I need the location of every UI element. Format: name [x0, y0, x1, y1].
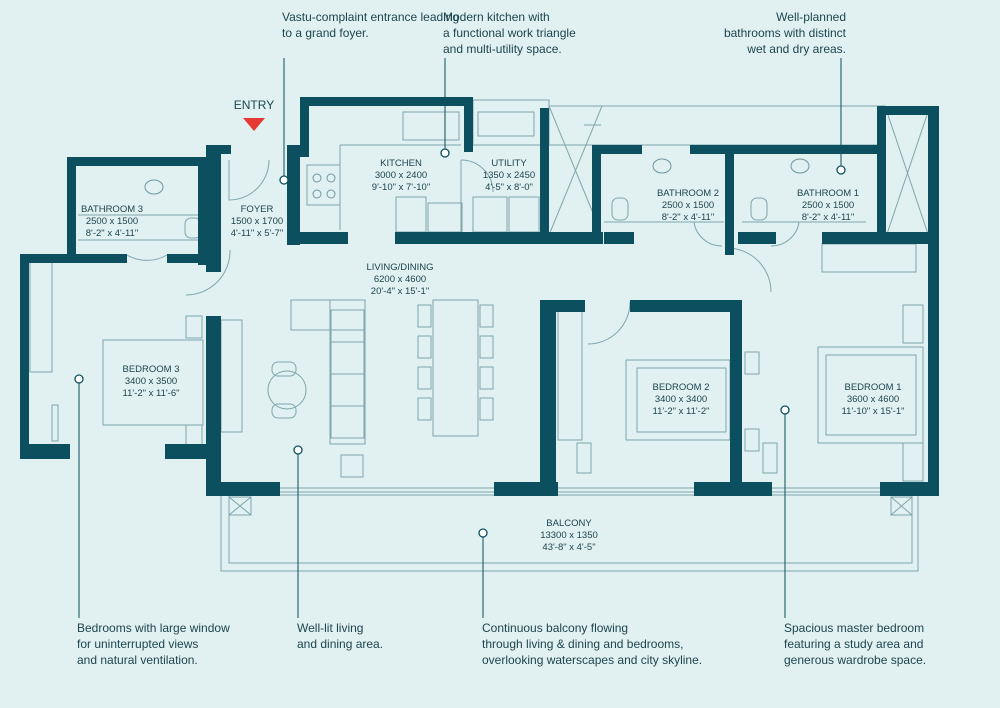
room-bedroom3-imperial: 11'-2" x 11'-6" [122, 388, 179, 399]
room-bathroom3-imperial: 8'-2" x 4'-11" [86, 228, 138, 239]
callout-bathrooms: Well-planned bathrooms with distinct wet… [723, 10, 846, 56]
room-utility-imperial: 4'-5" x 8'-0" [485, 182, 533, 193]
room-bedroom1-size: 3600 x 4600 [847, 394, 899, 405]
thin-outlines [29, 99, 931, 572]
callout-foyer: Vastu-complaint entrance leading to a gr… [282, 10, 460, 40]
room-labels: BATHROOM 3 2500 x 1500 8'-2" x 4'-11" FO… [81, 158, 905, 553]
room-bathroom1-imperial: 8'-2" x 4'-11" [802, 212, 854, 223]
room-foyer-imperial: 4'-11" x 5'-7" [231, 228, 283, 239]
room-utility-size: 1350 x 2450 [483, 170, 535, 181]
room-balcony-name: BALCONY [546, 518, 592, 529]
room-bathroom2-imperial: 8'-2" x 4'-11" [662, 212, 714, 223]
room-bedroom1-name: BEDROOM 1 [844, 382, 901, 393]
room-bedroom2-name: BEDROOM 2 [652, 382, 709, 393]
room-kitchen-imperial: 9'-10" x 7'-10" [372, 182, 430, 193]
callout-dot-balcony [478, 528, 488, 538]
room-living-name: LIVING/DINING [366, 262, 433, 273]
callout-dot-master [780, 405, 790, 415]
room-bedroom2-size: 3400 x 3400 [655, 394, 707, 405]
room-kitchen-name: KITCHEN [380, 158, 422, 169]
room-bathroom2-size: 2500 x 1500 [662, 200, 714, 211]
callout-dot-living [293, 445, 303, 455]
entry-label: ENTRY [234, 98, 274, 112]
room-balcony-imperial: 43'-8" x 4'-5" [542, 542, 595, 553]
room-utility-name: UTILITY [491, 158, 527, 169]
room-bathroom1-size: 2500 x 1500 [802, 200, 854, 211]
room-bathroom2-name: BATHROOM 2 [657, 188, 719, 199]
room-kitchen-size: 3000 x 2400 [375, 170, 427, 181]
entry-marker: ENTRY [234, 98, 274, 131]
callout-dot-bedrooms [74, 374, 84, 384]
callout-leaders [74, 58, 846, 618]
room-living-imperial: 20'-4" x 15'-1" [371, 286, 429, 297]
callout-living: Well-lit living and dining area. [297, 621, 384, 651]
room-balcony-size: 13300 x 1350 [540, 530, 598, 541]
callout-dot-foyer [279, 175, 289, 185]
entry-arrow-icon [243, 118, 265, 131]
room-bedroom2-imperial: 11'-2" x 11'-2" [652, 406, 709, 417]
callout-master: Spacious master bedroom featuring a stud… [784, 621, 927, 667]
callout-bedrooms: Bedrooms with large window for uninterru… [77, 621, 230, 667]
walls [20, 97, 939, 496]
room-bathroom3-size: 2500 x 1500 [86, 216, 138, 227]
callout-kitchen: Modern kitchen with a functional work tr… [443, 10, 576, 56]
callout-dot-bathrooms [836, 165, 846, 175]
room-bedroom3-name: BEDROOM 3 [122, 364, 179, 375]
room-foyer-size: 1500 x 1700 [231, 216, 283, 227]
callout-dot-kitchen [440, 148, 450, 158]
room-living-size: 6200 x 4600 [374, 274, 426, 285]
room-bathroom1-name: BATHROOM 1 [797, 188, 859, 199]
room-bathroom3-name: BATHROOM 3 [81, 204, 143, 215]
room-bedroom3-size: 3400 x 3500 [125, 376, 177, 387]
room-bedroom1-imperial: 11'-10" x 15'-1" [841, 406, 904, 417]
callout-balcony: Continuous balcony flowing through livin… [482, 621, 703, 667]
room-foyer-name: FOYER [241, 204, 274, 215]
